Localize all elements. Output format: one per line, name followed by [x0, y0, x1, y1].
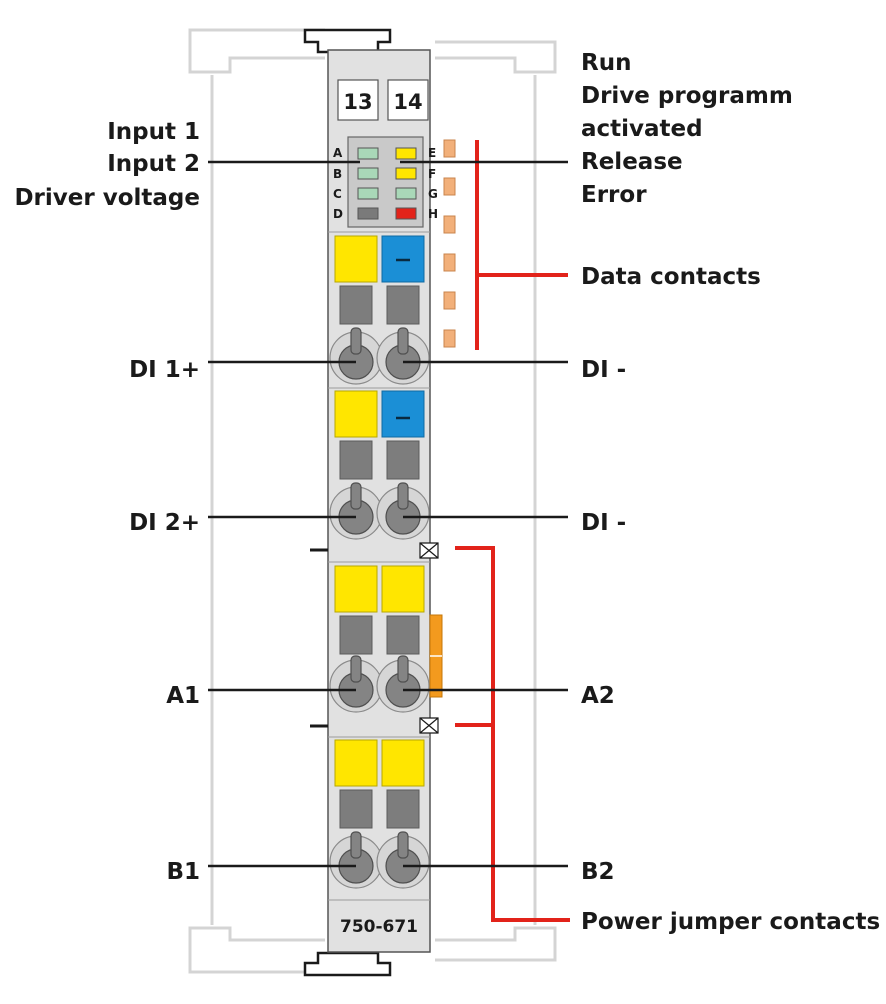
- clamp-stem-3a: [350, 655, 362, 683]
- release-yellow-4b[interactable]: [381, 739, 425, 787]
- bracket-top-right: [435, 40, 557, 74]
- label-run: Run: [581, 50, 631, 76]
- data-pin-6: [443, 329, 456, 348]
- led-letter-b: B: [333, 167, 342, 181]
- wire-entry-4b: [386, 789, 420, 829]
- marker-14: 14: [393, 90, 422, 114]
- led-c: [357, 187, 379, 200]
- label-power-jumper-contacts: Power jumper contacts: [581, 909, 880, 935]
- label-b2: B2: [581, 859, 615, 885]
- release-blue-2[interactable]: [381, 390, 425, 438]
- data-contact-pins: [443, 139, 456, 348]
- top-clip: [303, 28, 392, 54]
- led-letter-h: H: [428, 207, 438, 221]
- bracket-top-left: [188, 28, 325, 74]
- led-letter-f: F: [428, 167, 436, 181]
- clamp-stem-1b: [397, 327, 409, 355]
- label-data-contacts: Data contacts: [581, 264, 761, 290]
- release-yellow-1[interactable]: [334, 235, 378, 283]
- part-number: 750-671: [340, 917, 418, 937]
- leader-lines: [208, 160, 568, 868]
- label-di1-plus: DI 1+: [129, 357, 200, 383]
- release-yellow-3a[interactable]: [334, 565, 378, 613]
- led-a: [357, 147, 379, 160]
- led-e: [395, 147, 417, 160]
- wire-entry-2b: [386, 440, 420, 480]
- jumper-notch-upper: [419, 542, 439, 559]
- label-di1-minus: DI -: [581, 357, 626, 383]
- label-driver-voltage: Driver voltage: [14, 185, 200, 211]
- wire-entry-3b: [386, 615, 420, 655]
- led-b: [357, 167, 379, 180]
- label-error: Error: [581, 182, 647, 208]
- label-input-1: Input 1: [107, 119, 200, 145]
- led-g: [395, 187, 417, 200]
- led-d: [357, 207, 379, 220]
- bottom-clip: [303, 951, 392, 977]
- label-a2: A2: [581, 683, 615, 709]
- release-yellow-2[interactable]: [334, 390, 378, 438]
- marker-13-box: [337, 79, 379, 121]
- marker-13: 13: [343, 90, 372, 114]
- jumper-notch-lower: [419, 717, 439, 734]
- led-letter-d: D: [333, 207, 343, 221]
- label-a1: A1: [166, 683, 200, 709]
- data-pin-2: [443, 177, 456, 196]
- left-status-labels: Input 1 Input 2 Driver voltage: [14, 119, 200, 211]
- clamp-stem-2b: [397, 482, 409, 510]
- terminal-module: 13 14 A B C D E F G H: [303, 28, 456, 977]
- clamp-stem-4b: [397, 831, 409, 859]
- wire-entry-3a: [339, 615, 373, 655]
- release-yellow-4a[interactable]: [334, 739, 378, 787]
- label-di2-minus: DI -: [581, 510, 626, 536]
- bracket-bottom-right: [435, 926, 557, 962]
- label-b1: B1: [166, 859, 200, 885]
- led-letter-c: C: [333, 187, 342, 201]
- label-di2-plus: DI 2+: [129, 510, 200, 536]
- led-letters-right: E F G H: [428, 146, 438, 221]
- clamp-stem-1a: [350, 327, 362, 355]
- led-letter-g: G: [428, 187, 438, 201]
- release-yellow-3b[interactable]: [381, 565, 425, 613]
- label-activated: activated: [581, 116, 703, 142]
- data-pin-5: [443, 291, 456, 310]
- marker-14-box: [387, 79, 429, 121]
- label-drive-programm: Drive programm: [581, 83, 793, 109]
- led-letter-a: A: [333, 146, 343, 160]
- data-pin-4: [443, 253, 456, 272]
- clamp-stem-3b: [397, 655, 409, 683]
- wire-entry-1a: [339, 285, 373, 325]
- bracket-bottom-left: [188, 926, 325, 974]
- clamp-stem-4a: [350, 831, 362, 859]
- data-pin-1: [443, 139, 456, 158]
- led-letters-left: A B C D: [333, 146, 343, 221]
- led-f: [395, 167, 417, 180]
- neighbor-brackets: [188, 28, 557, 974]
- wire-entry-4a: [339, 789, 373, 829]
- led-grid: [357, 147, 417, 220]
- clamp-stem-2a: [350, 482, 362, 510]
- label-release: Release: [581, 149, 683, 175]
- wire-entry-1b: [386, 285, 420, 325]
- label-input-2: Input 2: [107, 151, 200, 177]
- power-jumper-bracket: [455, 546, 570, 922]
- callout-lines: [455, 140, 570, 922]
- data-pin-3: [443, 215, 456, 234]
- wire-entry-2a: [339, 440, 373, 480]
- led-h: [395, 207, 417, 220]
- led-letter-e: E: [428, 146, 436, 160]
- right-status-labels: Run Drive programm activated Release Err…: [581, 50, 793, 208]
